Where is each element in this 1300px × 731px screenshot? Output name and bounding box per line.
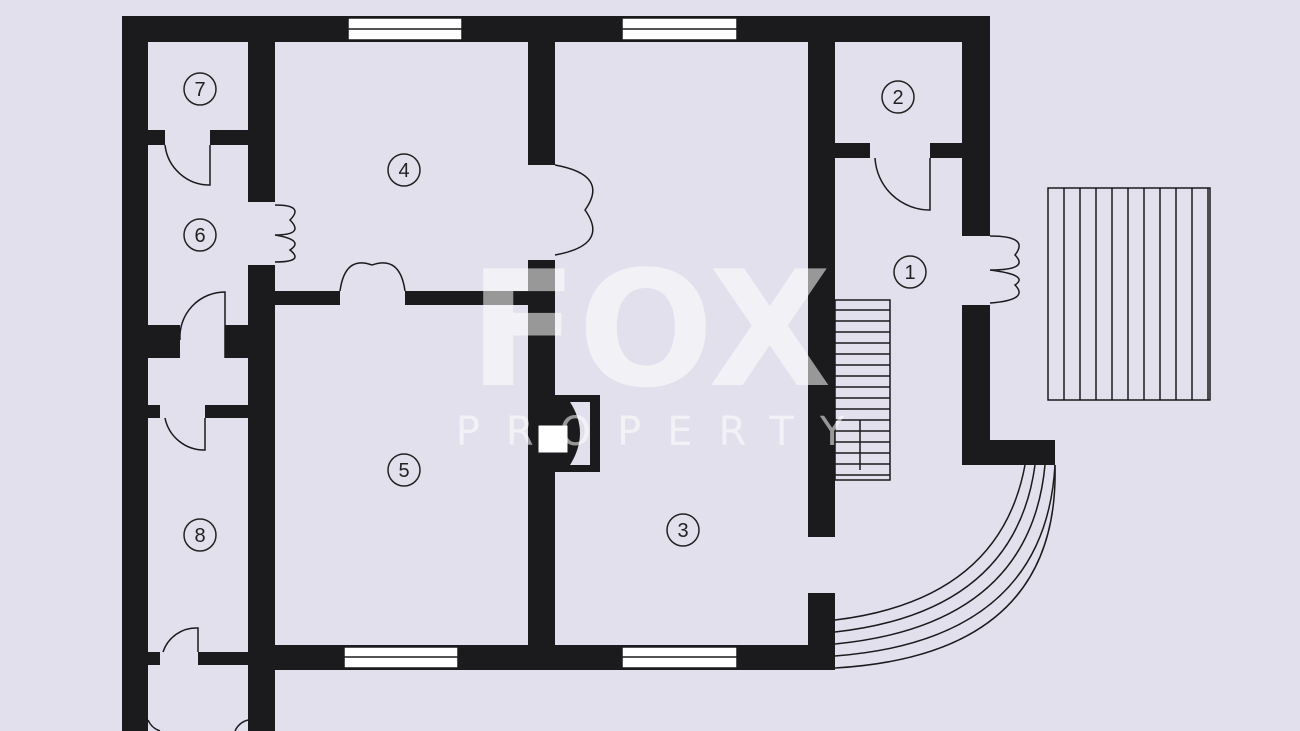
- room-number: 6: [194, 225, 205, 247]
- room-label-5: 5: [387, 453, 421, 487]
- room-number: 8: [194, 525, 205, 547]
- room-label-circle: [183, 218, 217, 252]
- curved-steps: [834, 464, 1056, 669]
- watermark: FOX PROPERTY: [456, 236, 871, 455]
- room-label-circle: [183, 72, 217, 106]
- room-label-3: 3: [666, 513, 700, 547]
- fireplace: [537, 395, 600, 472]
- room-label-circle: [666, 513, 700, 547]
- room-label-8: 8: [183, 518, 217, 552]
- room-labels: 1 2 3 4 5 6 7 8: [183, 72, 927, 552]
- doors: [147, 144, 1020, 731]
- watermark-brand: FOX: [469, 236, 832, 423]
- exterior-stairs: [1047, 187, 1211, 401]
- watermark-sub: PROPERTY: [456, 409, 871, 455]
- room-label-circle: [387, 453, 421, 487]
- room-number: 5: [398, 460, 409, 482]
- room-label-1: 1: [893, 255, 927, 289]
- room-number: 3: [677, 520, 688, 542]
- room-number: 7: [194, 79, 205, 101]
- room-label-2: 2: [881, 80, 915, 114]
- room-number: 1: [904, 262, 915, 284]
- room-label-7: 7: [183, 72, 217, 106]
- room-label-circle: [387, 153, 421, 187]
- room-number: 4: [398, 160, 409, 182]
- interior-stairs: [834, 299, 891, 481]
- windows: [343, 17, 738, 669]
- room-label-4: 4: [387, 153, 421, 187]
- room-label-circle: [893, 255, 927, 289]
- room-label-6: 6: [183, 218, 217, 252]
- room-number: 2: [892, 87, 903, 109]
- room-label-circle: [881, 80, 915, 114]
- room-label-circle: [183, 518, 217, 552]
